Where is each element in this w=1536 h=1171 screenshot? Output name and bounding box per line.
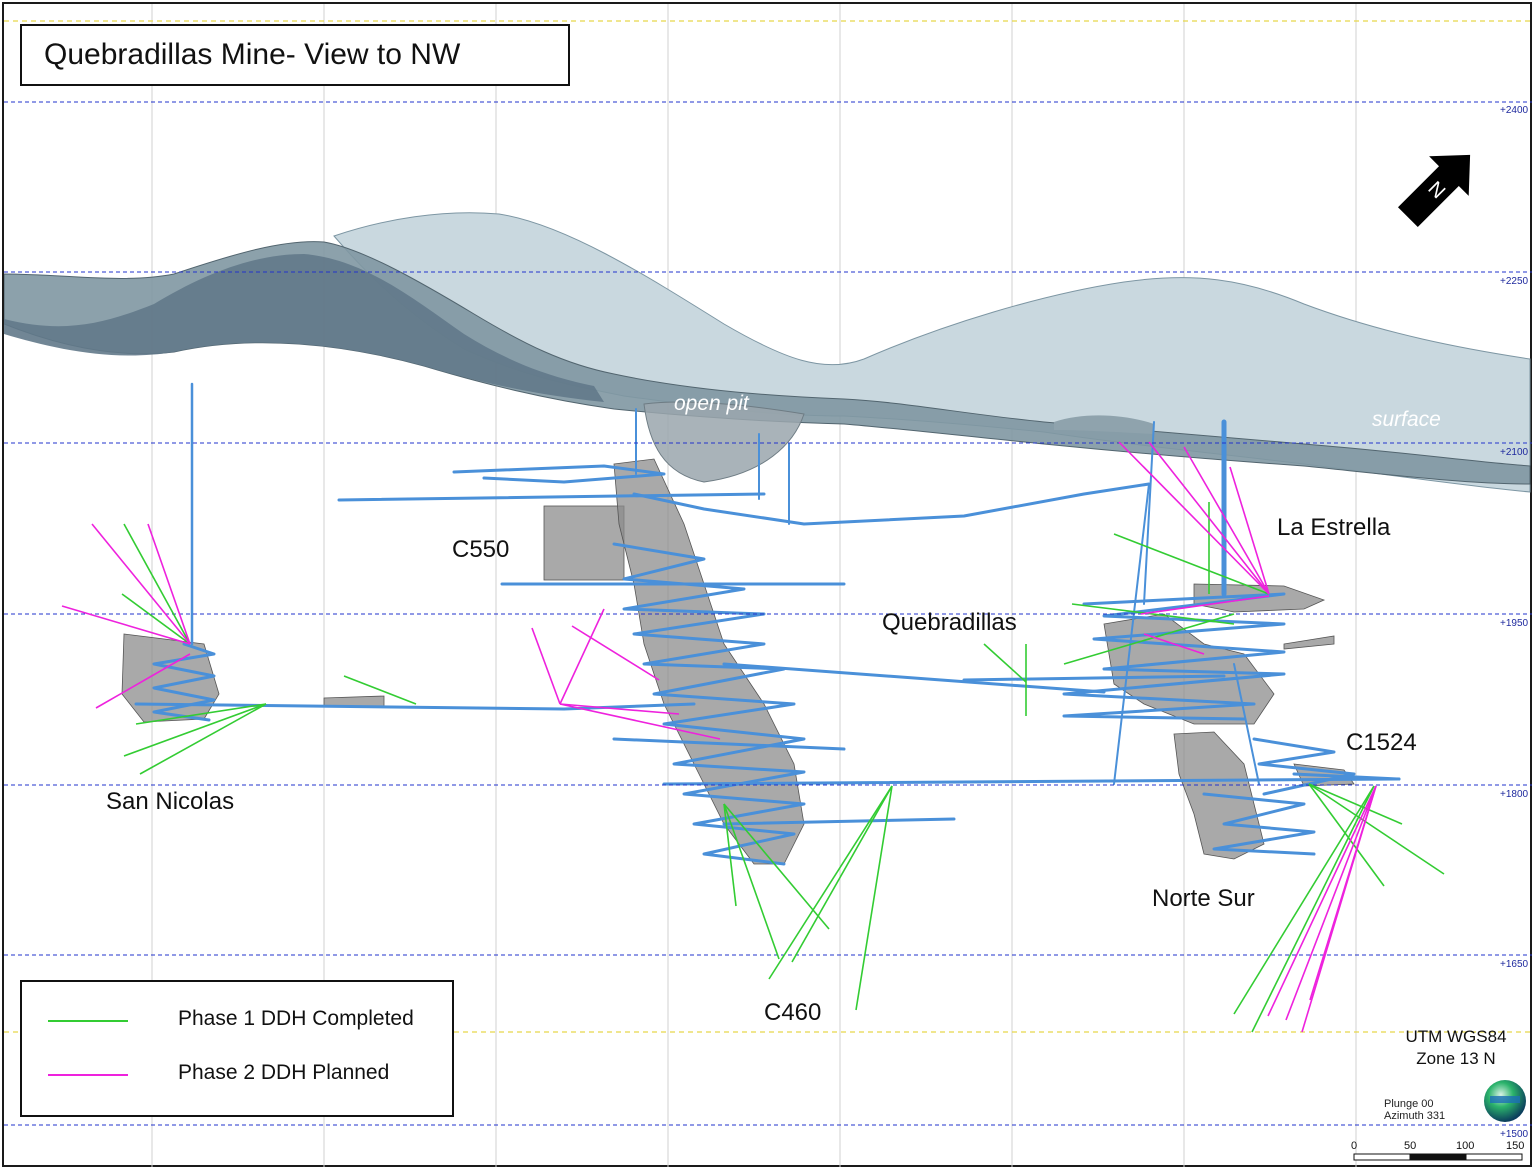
scale-bar: 0 50 100 150 bbox=[1351, 1140, 1524, 1161]
legend-item-phase1: Phase 1 DDH Completed bbox=[22, 1006, 452, 1036]
quebradillas-label: Quebradillas bbox=[882, 609, 1017, 636]
azimuth-text: Azimuth 331 bbox=[1384, 1110, 1446, 1122]
elev-label-2250: +2250 bbox=[1500, 276, 1529, 287]
c1524-label: C1524 bbox=[1346, 729, 1417, 756]
view-parameters: Plunge 00 Azimuth 331 bbox=[1384, 1098, 1445, 1122]
crs-line1: UTM WGS84 bbox=[1405, 1027, 1507, 1046]
north-arrow-icon: N bbox=[1397, 154, 1471, 228]
san-nicolas-label: San Nicolas bbox=[106, 788, 234, 815]
legend-label-phase1: Phase 1 DDH Completed bbox=[178, 1007, 414, 1030]
open-pit-label: open pit bbox=[674, 392, 750, 415]
elev-label-1950: +1950 bbox=[1500, 618, 1529, 629]
legend-label-phase2: Phase 2 DDH Planned bbox=[178, 1061, 390, 1084]
legend-swatch-green bbox=[48, 1020, 128, 1022]
elev-label-1800: +1800 bbox=[1500, 789, 1529, 800]
company-logo-icon bbox=[1484, 1080, 1526, 1122]
legend: Phase 1 DDH Completed Phase 2 DDH Planne… bbox=[20, 980, 454, 1117]
title-text: Quebradillas Mine- View to NW bbox=[44, 38, 461, 71]
c550-label: C550 bbox=[452, 536, 509, 563]
c460-label: C460 bbox=[764, 999, 821, 1026]
underground-workings bbox=[134, 382, 1401, 866]
terrain-surface bbox=[4, 212, 1531, 493]
surface-label: surface bbox=[1372, 408, 1441, 431]
elevation-tick-labels: +2400 +2250 +2100 +1950 +1800 +1650 +150… bbox=[1500, 105, 1529, 1140]
elev-label-1650: +1650 bbox=[1500, 959, 1529, 970]
plunge-text: Plunge 00 bbox=[1384, 1098, 1434, 1110]
crs-line2: Zone 13 N bbox=[1416, 1049, 1496, 1068]
coordinate-system: UTM WGS84 Zone 13 N bbox=[1376, 1026, 1536, 1070]
elevation-lines bbox=[4, 101, 1532, 1126]
section-view: +2400 +2250 +2100 +1950 +1800 +1650 +150… bbox=[4, 4, 1532, 1167]
la-estrella-label: La Estrella bbox=[1277, 514, 1391, 541]
page-title: Quebradillas Mine- View to NW bbox=[20, 24, 570, 86]
legend-item-phase2: Phase 2 DDH Planned bbox=[22, 1060, 452, 1090]
phase1-drillholes bbox=[121, 502, 1445, 1033]
legend-swatch-magenta bbox=[48, 1074, 128, 1076]
phase2-drillholes bbox=[61, 441, 1377, 1033]
norte-sur-label: Norte Sur bbox=[1152, 885, 1255, 912]
elev-label-1500: +1500 bbox=[1500, 1129, 1529, 1140]
scale-tick-50: 50 bbox=[1404, 1140, 1416, 1152]
scale-tick-0: 0 bbox=[1351, 1140, 1357, 1152]
elev-label-2400: +2400 bbox=[1500, 105, 1529, 116]
scale-tick-100: 100 bbox=[1456, 1140, 1474, 1152]
elev-label-2100: +2100 bbox=[1500, 447, 1529, 458]
scale-tick-150: 150 bbox=[1506, 1140, 1524, 1152]
